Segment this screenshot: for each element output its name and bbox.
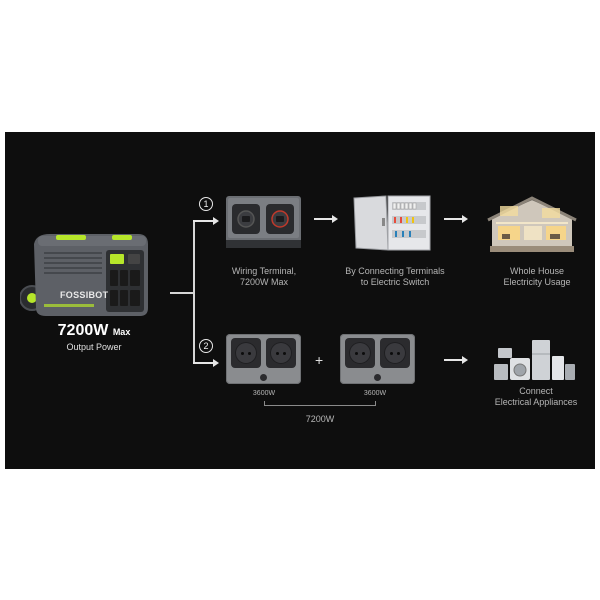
- route1-arrow-b: [444, 214, 468, 224]
- step3-label: Whole House Electricity Usage: [503, 266, 571, 287]
- house-image: [486, 188, 578, 254]
- outlet-panel-a: [226, 334, 301, 384]
- brand-logo: FOSSIBOT: [60, 290, 109, 300]
- outlet-b-label: 3600W: [363, 390, 387, 397]
- route2-marker: 2: [199, 339, 213, 353]
- power-caption: Output Power: [66, 342, 122, 352]
- route2-arrow-b: [444, 355, 468, 365]
- route1-marker: 1: [199, 197, 213, 211]
- power-station-image: FOSSIBOT: [19, 232, 152, 318]
- plus-sign: +: [315, 352, 324, 368]
- route1-arrow-a: [314, 214, 338, 224]
- branch-vertical-line: [193, 221, 195, 363]
- step2-label: By Connecting Terminals to Electric Swit…: [345, 266, 445, 287]
- trunk-line: [170, 292, 194, 294]
- appliances-label: Connect Electrical Appliances: [494, 386, 578, 407]
- power-value: 7200W: [57, 322, 109, 339]
- total-bracket-line: [264, 405, 376, 406]
- route2-arrow: [193, 358, 219, 368]
- route1-arrow: [193, 216, 219, 226]
- power-suffix: Max: [112, 327, 131, 337]
- appliances-image: [492, 338, 576, 382]
- electric-switch-image: [352, 194, 432, 252]
- step1-label: Wiring Terminal, 7200W Max: [231, 266, 297, 287]
- total-bracket-right: [375, 401, 376, 406]
- total-bracket-left: [264, 401, 265, 406]
- wiring-terminal-image: [226, 196, 301, 248]
- total-power-label: 7200W: [305, 414, 335, 424]
- outlet-a-label: 3600W: [252, 390, 276, 397]
- power-headline: 7200W Max: [28, 322, 160, 340]
- outlet-panel-b: [340, 334, 415, 384]
